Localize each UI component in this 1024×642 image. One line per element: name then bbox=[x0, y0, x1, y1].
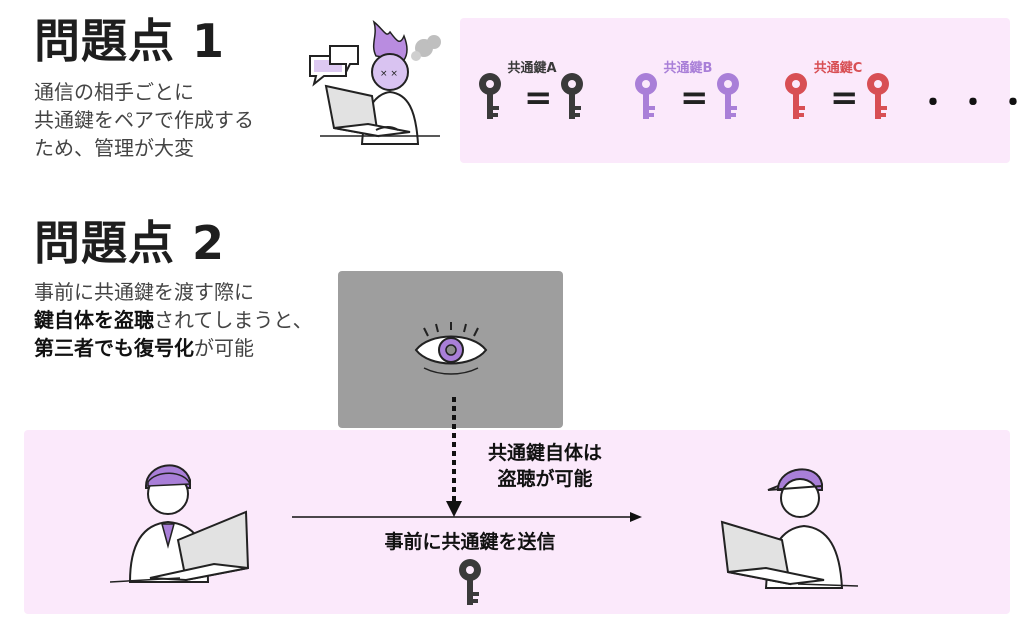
problem1-desc-line: 通信の相手ごとに bbox=[34, 80, 194, 104]
smoke-icon bbox=[411, 35, 441, 61]
flame-icon bbox=[372, 19, 408, 61]
equals-sign: = bbox=[830, 78, 859, 118]
key-pair-label-c: 共通鍵C bbox=[813, 61, 863, 76]
problem1-desc-line: ため、管理が大変 bbox=[34, 136, 194, 160]
speech-bubble-icon bbox=[309, 45, 359, 87]
eavesdrop-arrow bbox=[446, 397, 462, 517]
equals-sign: = bbox=[680, 78, 709, 118]
eye-icon bbox=[414, 322, 488, 375]
receiver-person-illustration bbox=[720, 468, 859, 589]
key-icon bbox=[635, 73, 657, 119]
desc-text: が可能 bbox=[194, 336, 254, 360]
key-icon bbox=[867, 73, 889, 119]
key-icon bbox=[479, 73, 501, 119]
eavesdrop-label: 共通鍵自体は 盗聴が可能 bbox=[470, 440, 620, 492]
key-pair-label-b: 共通鍵B bbox=[663, 61, 713, 76]
problem1-desc-line: 共通鍵をペアで作成する bbox=[34, 108, 254, 132]
transfer-label: 事前に共通鍵を送信 bbox=[384, 531, 556, 553]
svg-text:× ×: × × bbox=[380, 69, 398, 79]
problem2-desc-line: 事前に共通鍵を渡す際に bbox=[34, 280, 254, 304]
emphasis-text: 第三者でも復号化 bbox=[34, 336, 194, 360]
emphasis-text: 鍵自体を盗聴 bbox=[34, 308, 154, 332]
key-icon bbox=[561, 73, 583, 119]
sender-person-illustration bbox=[110, 464, 250, 583]
desc-text: されてしまうと、 bbox=[154, 308, 313, 332]
equals-sign: = bbox=[524, 78, 553, 118]
key-pair-label-a: 共通鍵A bbox=[507, 61, 557, 76]
watermark-text: 不正な bbox=[388, 144, 437, 163]
problem2-desc-line: 第三者でも復号化が可能 bbox=[34, 334, 334, 362]
problem2-description: 事前に共通鍵を渡す際に 鍵自体を盗聴されてしまうと、 第三者でも復号化が可能 bbox=[34, 278, 334, 362]
key-icon bbox=[459, 559, 481, 605]
problem2-heading: 問題点 2 bbox=[34, 216, 226, 270]
key-icon bbox=[717, 73, 739, 119]
communication-panel bbox=[24, 430, 1010, 614]
ellipsis: ・・・ bbox=[918, 86, 1024, 121]
problem2-desc-line: 鍵自体を盗聴されてしまうと、 bbox=[34, 306, 334, 334]
stressed-person-illustration: × × bbox=[309, 19, 441, 145]
key-icon bbox=[785, 73, 807, 119]
eavesdrop-label-line: 盗聴が可能 bbox=[497, 468, 593, 490]
transfer-arrow bbox=[292, 512, 642, 522]
problem1-description: 通信の相手ごとに 共通鍵をペアで作成する ため、管理が大変 bbox=[34, 78, 294, 162]
eavesdrop-label-line: 共通鍵自体は bbox=[487, 442, 602, 464]
problem1-heading: 問題点 1 bbox=[34, 14, 226, 68]
